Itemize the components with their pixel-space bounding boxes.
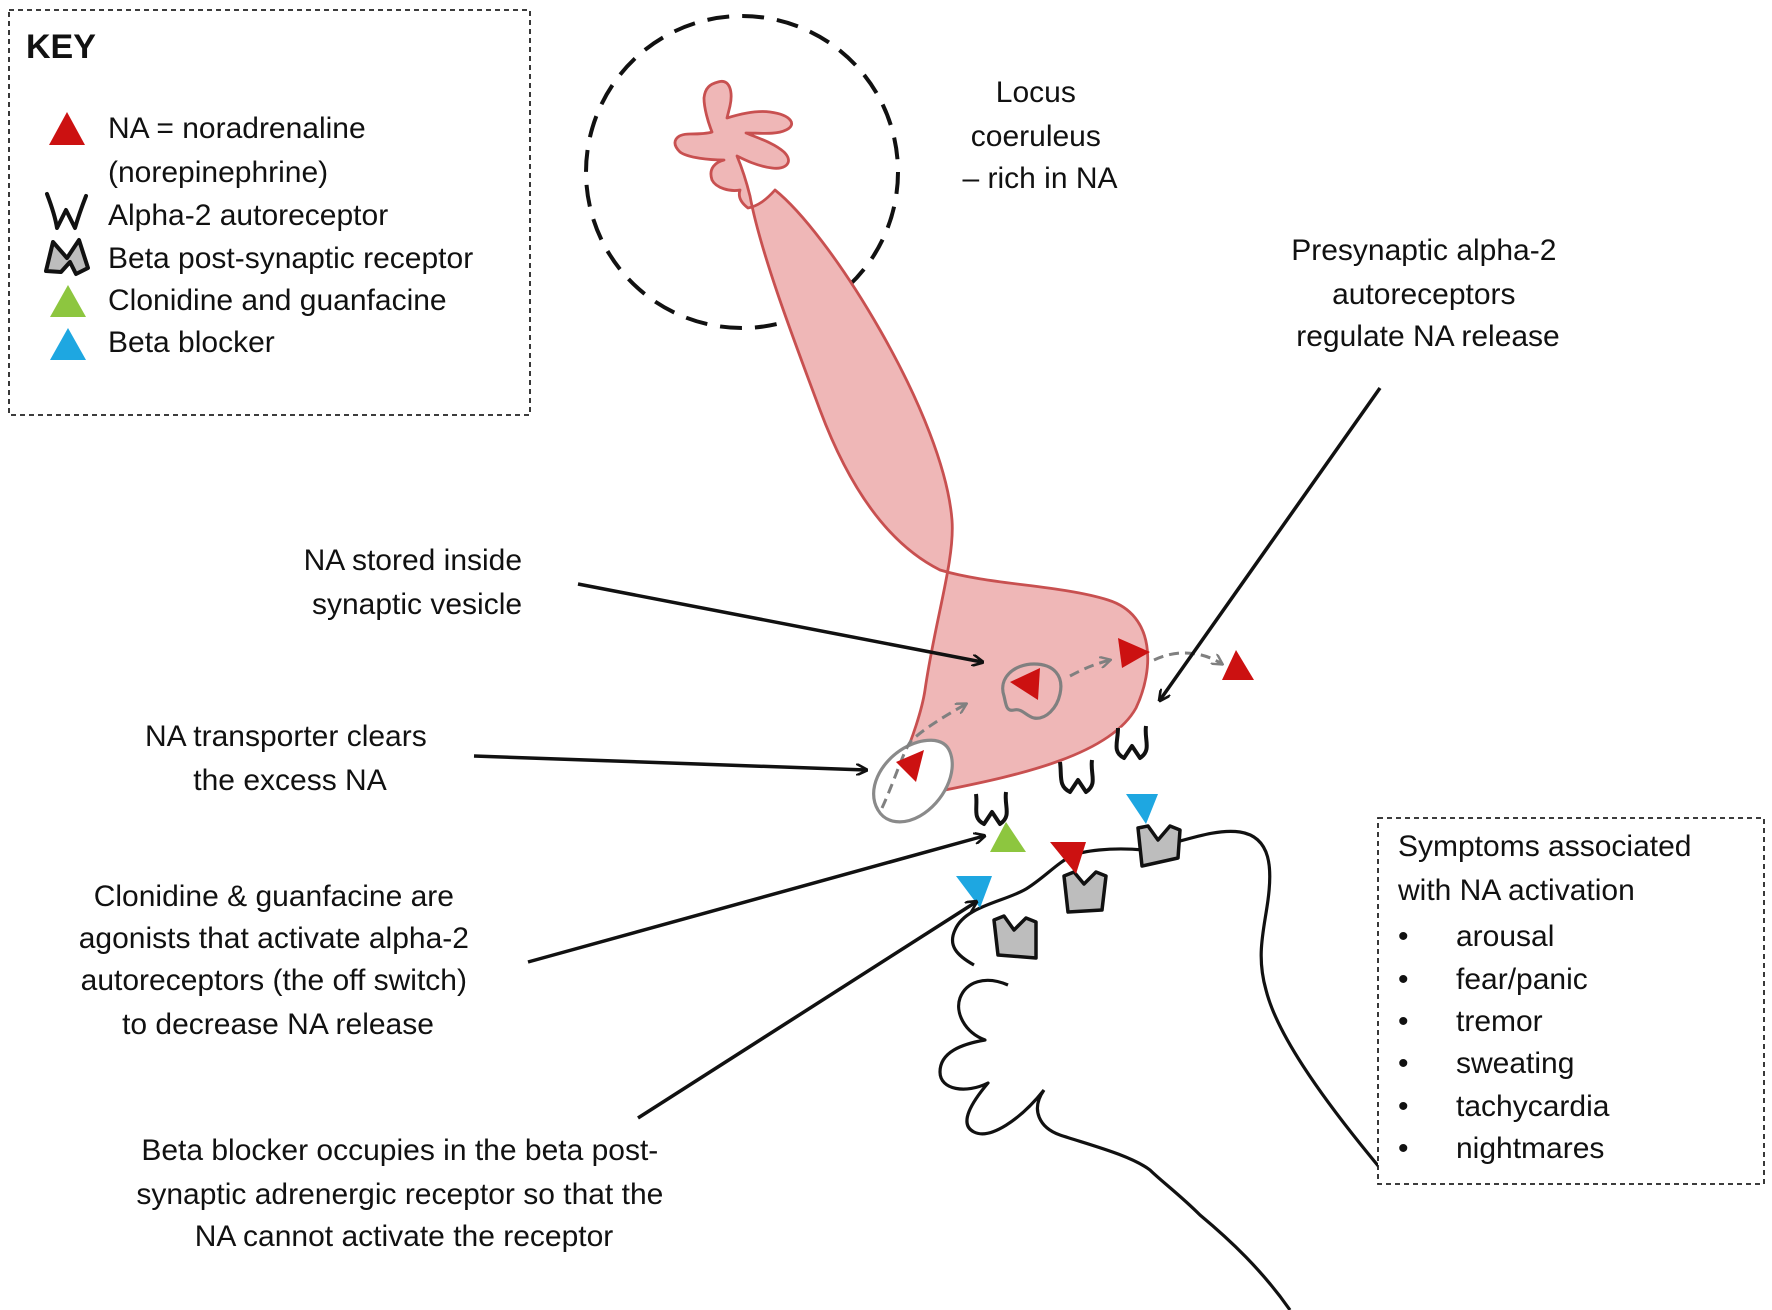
alpha2-autoreceptor-presynaptic (974, 791, 1009, 826)
alpha2-autoreceptor-presynaptic (1058, 759, 1095, 794)
symptoms-box: Symptoms associated with NA activation •… (1377, 817, 1765, 1185)
label-line: to decrease NA release (122, 1008, 434, 1041)
locus-coeruleus-circle (584, 14, 900, 330)
na-molecule (1010, 668, 1040, 700)
label-line: autoreceptors (1332, 278, 1515, 311)
symptom-bullet: • (1398, 1090, 1409, 1123)
alpha2-autoreceptor-icon (45, 192, 88, 230)
label-line: regulate NA release (1296, 320, 1560, 353)
label-line: Symptoms associated (1398, 830, 1691, 863)
key-border (8, 9, 531, 416)
symptom-item: arousal (1456, 920, 1554, 953)
clonidine-label: Clonidine & guanfacine are agonists that… (79, 880, 478, 1041)
na-molecule (896, 750, 924, 782)
beta-receptor-icon (44, 238, 90, 276)
key-item-clonidine: Clonidine and guanfacine (108, 284, 447, 317)
arrow-clonidine (527, 836, 984, 964)
beta-receptor-postsynaptic (992, 914, 1038, 960)
arrow-vesicle (577, 582, 982, 662)
na-path-transporter-to-vesicle (880, 704, 966, 809)
key-title: KEY (26, 28, 96, 66)
label-line: autoreceptors (the off switch) (81, 964, 467, 997)
beta-receptor-postsynaptic (1062, 870, 1108, 914)
blocker-molecule (1126, 794, 1158, 824)
beta-receptor-postsynaptic (1136, 824, 1182, 868)
vesicle-label: NA stored inside synaptic vesicle (304, 544, 531, 621)
label-line: synaptic adrenergic receptor so that the (136, 1178, 663, 1211)
blocker-molecule (956, 876, 992, 908)
key-item-beta: Beta post-synaptic receptor (108, 242, 473, 275)
blocker-triangle-icon (50, 328, 86, 360)
locus-coeruleus-label: Locus coeruleus – rich in NA (962, 76, 1117, 195)
label-line: Presynaptic alpha-2 (1291, 234, 1556, 267)
postsynaptic-neuron (938, 829, 1392, 1310)
symptom-item: sweating (1456, 1047, 1574, 1080)
label-line: – rich in NA (962, 162, 1117, 195)
arrow-betablocker (637, 902, 976, 1120)
symptom-item: tachycardia (1456, 1090, 1610, 1123)
na-path-release (1153, 651, 1222, 664)
key-item-alpha2: Alpha-2 autoreceptor (108, 199, 388, 232)
na-transporter (872, 738, 954, 824)
presynaptic-autoreceptor-label: Presynaptic alpha-2 autoreceptors regula… (1291, 234, 1565, 353)
label-line: agonists that activate alpha-2 (79, 922, 469, 955)
key-item-na-line: (norepinephrine) (108, 156, 328, 189)
key-item-na: NA = noradrenaline (norepinephrine) (108, 112, 374, 189)
alpha2-autoreceptor-presynaptic (1114, 725, 1149, 760)
key-item-betablocker: Beta blocker (108, 326, 275, 359)
agonist-triangle-icon (50, 285, 86, 317)
key-item-na-line: NA = noradrenaline (108, 112, 366, 145)
label-line: with NA activation (1397, 874, 1635, 907)
label-line: the excess NA (193, 764, 386, 797)
label-line: Clonidine & guanfacine are (94, 880, 454, 913)
agonist-molecule (990, 822, 1026, 852)
na-path-vesicle-to-membrane (1069, 660, 1110, 678)
label-line: Beta blocker occupies in the beta post- (141, 1134, 658, 1167)
na-molecule (1050, 842, 1086, 874)
symptom-bullet: • (1398, 1132, 1409, 1165)
label-line: coeruleus (971, 120, 1101, 153)
label-line: NA cannot activate the receptor (195, 1220, 614, 1253)
na-molecule (1222, 650, 1254, 680)
symptom-bullet: • (1398, 963, 1409, 996)
symptom-bullet: • (1398, 920, 1409, 953)
label-line: Locus (996, 76, 1076, 109)
symptoms-border (1377, 817, 1765, 1185)
symptom-bullet: • (1398, 1005, 1409, 1038)
arrow-presynaptic (1160, 386, 1382, 700)
symptom-item: fear/panic (1456, 963, 1588, 996)
label-line: synaptic vesicle (312, 588, 522, 621)
transporter-label: NA transporter clears the excess NA (145, 720, 435, 797)
symptom-item: tremor (1456, 1005, 1543, 1038)
key-box: KEY NA = noradrenaline (norepinephrine) … (8, 9, 531, 416)
arrow-transporter (473, 754, 866, 770)
na-molecule (1118, 638, 1150, 668)
symptoms-heading: Symptoms associated with NA activation (1397, 830, 1700, 907)
na-triangle-icon (49, 112, 85, 145)
betablocker-label: Beta blocker occupies in the beta post- … (136, 1134, 671, 1253)
label-line: NA transporter clears (145, 720, 427, 753)
presynaptic-neuron (673, 79, 1150, 793)
label-line: NA stored inside (304, 544, 522, 577)
symptom-bullet: • (1398, 1047, 1409, 1080)
symptoms-list: • arousal • fear/panic • tremor • sweati… (1398, 920, 1610, 1165)
symptom-item: nightmares (1456, 1132, 1604, 1165)
